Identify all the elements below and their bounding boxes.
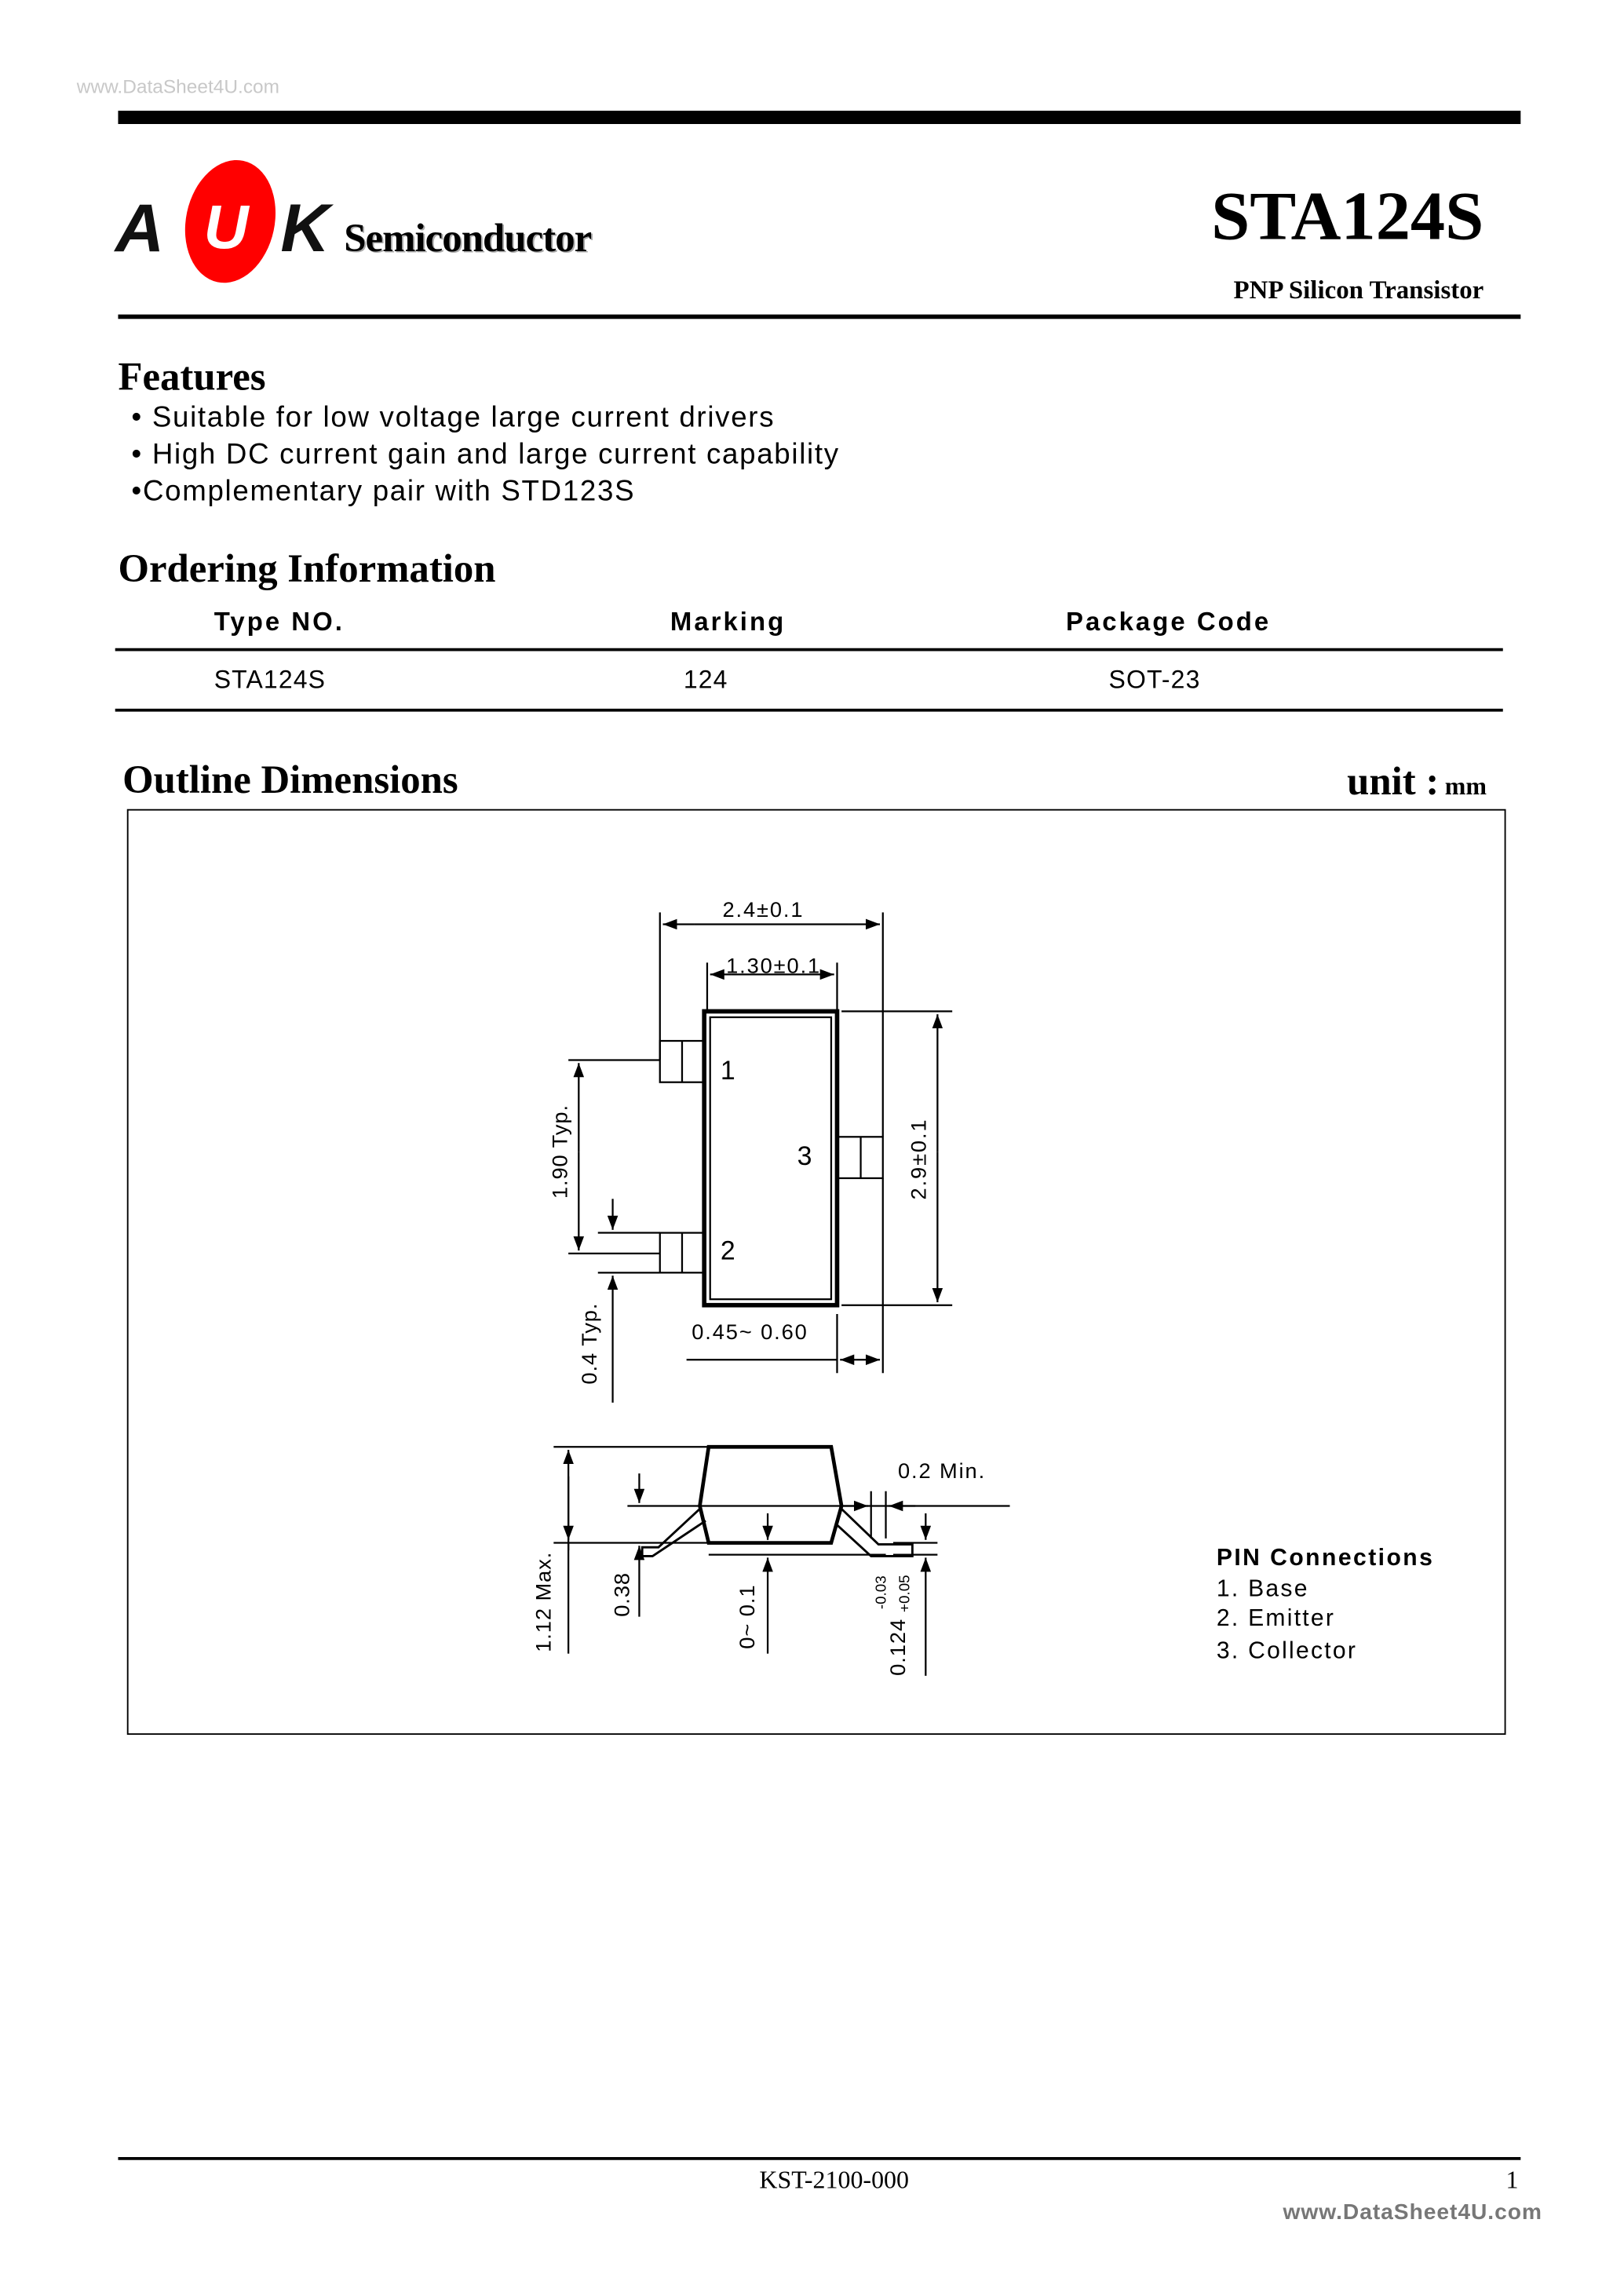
dim-width-total: 2.4±0.1 (722, 897, 804, 922)
cell-type: STA124S (213, 666, 327, 695)
auk-logo: A U K (112, 156, 615, 289)
outline-title: Outline Dimensions (122, 757, 458, 802)
feature-item: • High DC current gain and large current… (131, 438, 840, 472)
pin-label-2: 2 (721, 1236, 735, 1265)
top-rule (118, 111, 1521, 124)
logo-letter-a: A (114, 191, 164, 266)
pin-connections-title: PIN Connections (1216, 1546, 1435, 1571)
dim-height: 1.12 Max. (531, 1552, 556, 1652)
logo-letter-u: U (204, 192, 250, 261)
cell-marking: 124 (683, 666, 728, 695)
logo-word: Semiconductor (344, 215, 592, 261)
logo-red-ellipse (184, 159, 276, 283)
ordering-title: Ordering Information (118, 546, 496, 591)
cell-package: SOT-23 (1108, 666, 1201, 695)
feature-text: Suitable for low voltage large current d… (151, 401, 776, 434)
dim-standoff-body: 0.38 (609, 1572, 633, 1617)
table-rule-top (115, 648, 1503, 652)
logo-letter-k: K (280, 191, 334, 266)
col-header-package: Package Code (1066, 607, 1272, 637)
dim-lead-tol-minus: -0.03 (873, 1575, 889, 1609)
pin-connection-item: 3. Collector (1216, 1638, 1358, 1664)
outline-box (126, 809, 1506, 1736)
watermark-top: www.DataSheet4U.com (76, 75, 280, 98)
unit-label: unit : mm (1347, 759, 1487, 805)
feature-item: •Complementary pair with STD123S (131, 475, 636, 509)
part-subtitle: PNP Silicon Transistor (1233, 274, 1484, 305)
doc-code: KST-2100-000 (759, 2166, 910, 2195)
dim-body-width: 1.30±0.1 (726, 954, 821, 978)
col-header-marking: Marking (670, 607, 786, 637)
pin-connection-item: 2. Emitter (1216, 1606, 1336, 1632)
page-number: 1 (1505, 2166, 1519, 2195)
dim-length: 2.9±0.1 (906, 1119, 930, 1200)
watermark-bottom: www.DataSheet4U.com (1283, 2199, 1542, 2225)
unit-value: mm (1444, 772, 1487, 801)
pin-label-3: 3 (797, 1141, 812, 1171)
footer-rule (118, 2156, 1521, 2160)
dim-lead-clearance: 0.2 Min. (898, 1458, 986, 1483)
dim-pin-pitch: 1.90 Typ. (547, 1104, 571, 1199)
table-rule-bottom (115, 708, 1503, 711)
features-title: Features (118, 354, 266, 399)
feature-text: Complementary pair with STD123S (142, 475, 636, 509)
dim-lead-thickness: 0.124 (885, 1619, 910, 1676)
body-inner (709, 1016, 833, 1301)
dim-standoff: 0~ 0.1 (735, 1584, 759, 1648)
pin-label-1: 1 (721, 1056, 735, 1086)
feature-text: High DC current gain and large current c… (151, 438, 840, 472)
side-lead-left (640, 1508, 706, 1557)
dim-lead-length: 0.45~ 0.60 (692, 1320, 808, 1344)
part-number: STA124S (1211, 178, 1484, 256)
pin-connection-item: 1. Base (1216, 1576, 1309, 1602)
dim-lead-tol-plus: +0.05 (896, 1575, 913, 1612)
feature-item: • Suitable for low voltage large current… (131, 401, 776, 434)
col-header-type: Type NO. (213, 607, 345, 637)
header-rule (118, 314, 1521, 319)
dim-pin-width: 0.4 Typ. (577, 1303, 601, 1385)
side-lead-right (834, 1508, 914, 1557)
side-body (698, 1444, 844, 1545)
unit-prefix: unit : (1347, 758, 1440, 804)
